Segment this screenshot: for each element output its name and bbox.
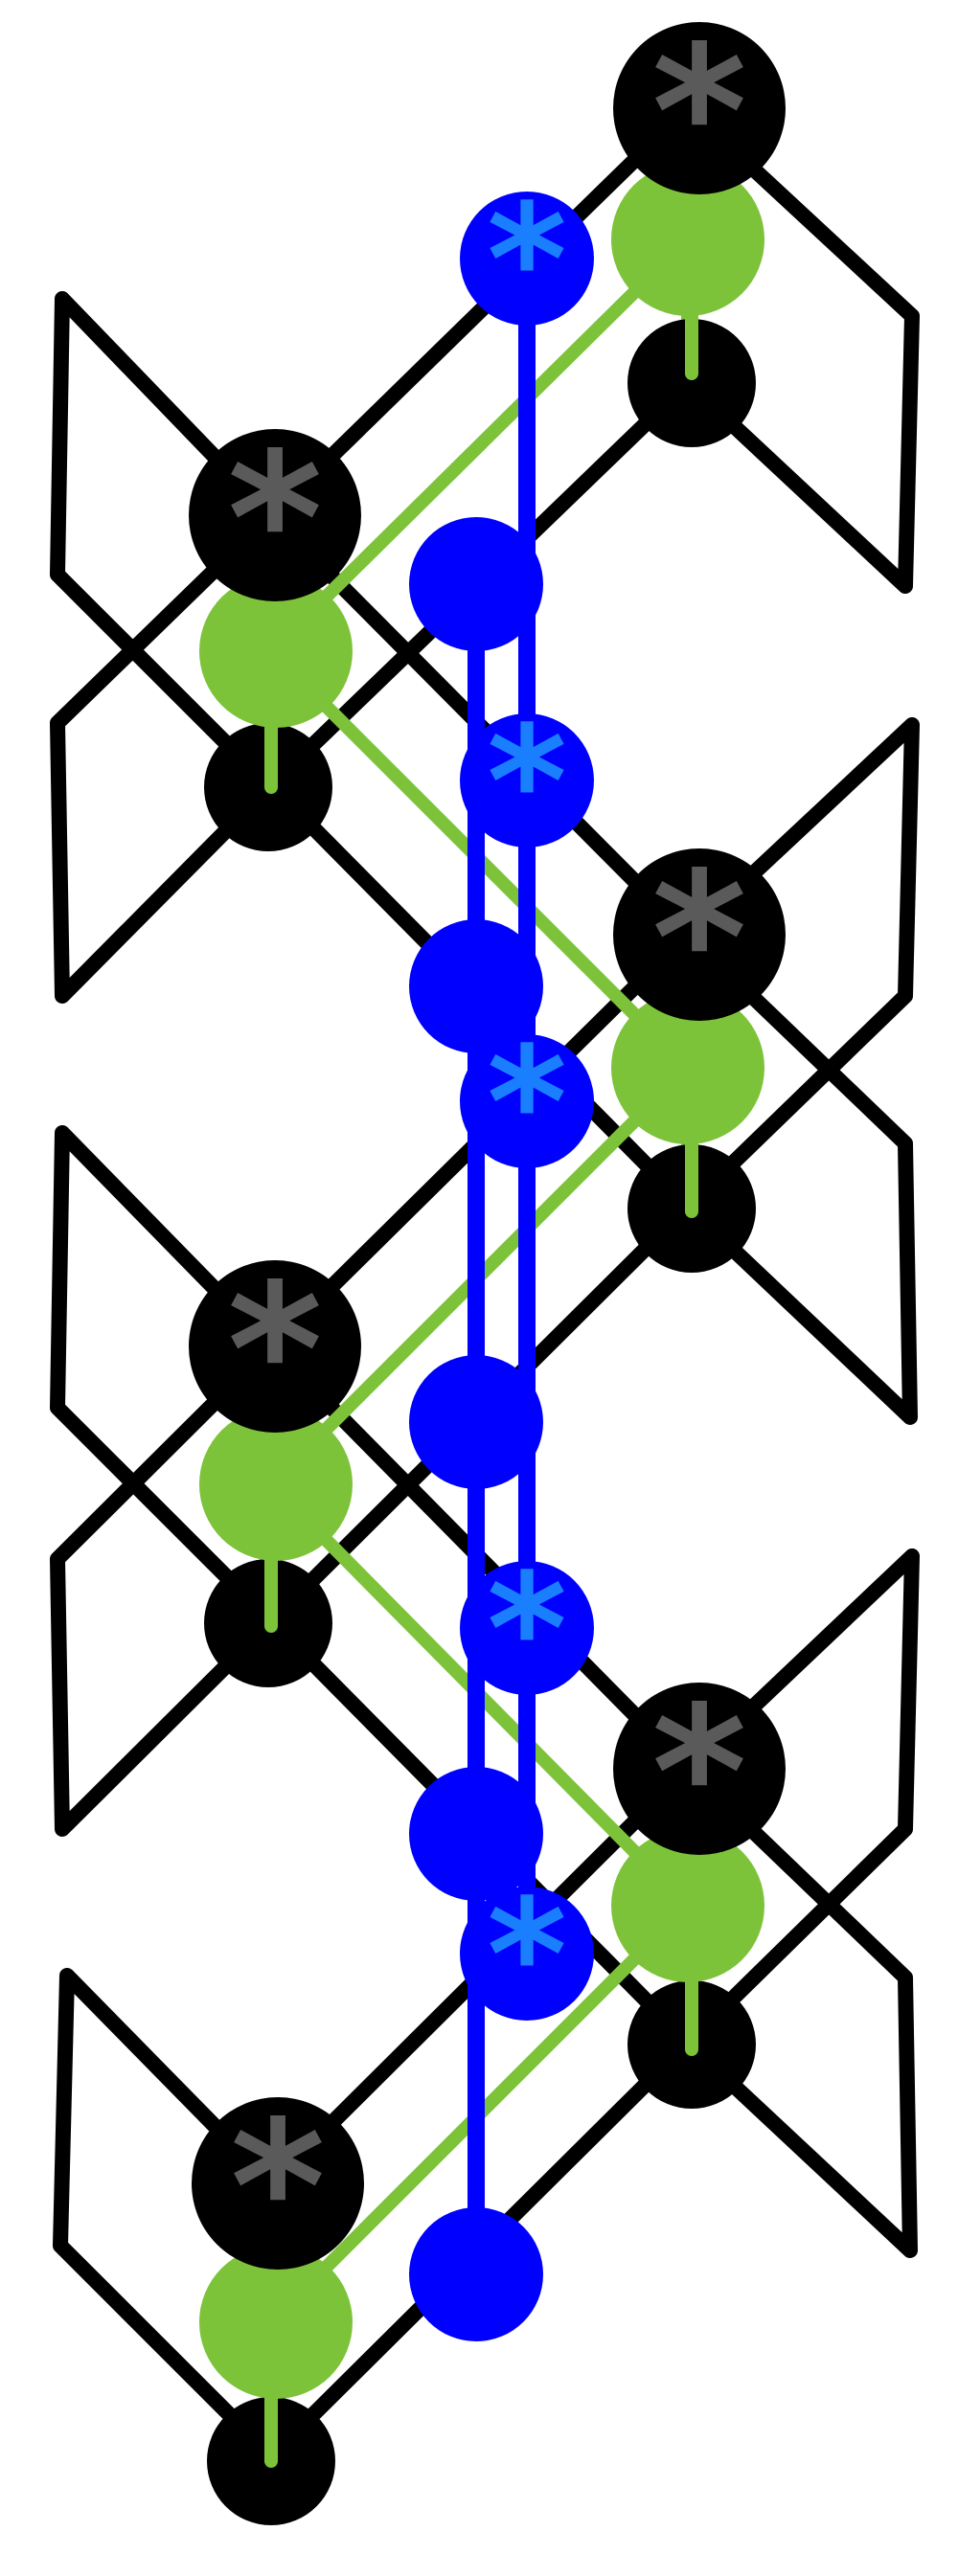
- green-node-icon: [199, 575, 353, 728]
- node-star-label: *: [227, 414, 322, 625]
- blue-asterisk-node-icon: *: [460, 170, 594, 350]
- black-bond: [50, 1125, 279, 1629]
- node-star-label: *: [651, 833, 746, 1045]
- black-node-icon: [627, 319, 756, 447]
- node-star-label: *: [230, 2082, 325, 2294]
- node-star-label: *: [487, 1540, 567, 1719]
- green-node-icon: [199, 2246, 353, 2399]
- green-node-icon: [611, 1829, 764, 1982]
- black-asterisk-node-icon: *: [189, 1245, 361, 1457]
- node-star-label: *: [487, 1013, 567, 1192]
- node-star-label: *: [651, 1667, 746, 1879]
- blue-star-node-layer: * * * * *: [460, 170, 594, 2045]
- black-star-node-layer: * * * * * *: [189, 7, 786, 2294]
- blue-node-icon: [409, 919, 543, 1053]
- blue-node-icon: [409, 1767, 543, 1901]
- black-bond: [50, 508, 279, 1004]
- green-stub-layer: [264, 281, 698, 2468]
- black-asterisk-node-icon: *: [613, 833, 786, 1045]
- blue-node-icon: [409, 1355, 543, 1489]
- node-star-label: *: [651, 7, 746, 218]
- black-asterisk-node-icon: *: [613, 7, 786, 218]
- node-star-label: *: [487, 1865, 567, 2045]
- node-star-label: *: [487, 170, 567, 350]
- green-node-layer: [199, 163, 764, 2399]
- green-node-icon: [611, 163, 764, 316]
- green-node-icon: [611, 991, 764, 1144]
- black-bond: [50, 291, 279, 796]
- black-bond: [680, 101, 920, 594]
- black-bond: [263, 101, 696, 523]
- green-node-icon: [199, 1408, 353, 1561]
- node-star-label: *: [227, 1245, 322, 1457]
- black-bond: [53, 1968, 279, 2464]
- black-asterisk-node-icon: *: [613, 1667, 786, 1879]
- blue-node-icon: [409, 2207, 543, 2341]
- black-asterisk-node-icon: *: [192, 2082, 364, 2294]
- blue-asterisk-node-icon: *: [460, 1013, 594, 1192]
- blue-node-icon: [409, 517, 543, 651]
- blue-asterisk-node-icon: *: [460, 1865, 594, 2045]
- black-bond: [680, 717, 920, 1214]
- blue-asterisk-node-icon: *: [460, 692, 594, 871]
- blue-asterisk-node-icon: *: [460, 1540, 594, 1719]
- node-star-label: *: [487, 692, 567, 871]
- black-bond: [50, 1339, 279, 1837]
- black-bond: [680, 1761, 918, 2258]
- blue-node-layer: [409, 517, 543, 2341]
- black-asterisk-node-icon: *: [189, 414, 361, 625]
- black-bond: [680, 1548, 920, 2050]
- green-link: [264, 233, 695, 658]
- black-bond: [680, 927, 918, 1425]
